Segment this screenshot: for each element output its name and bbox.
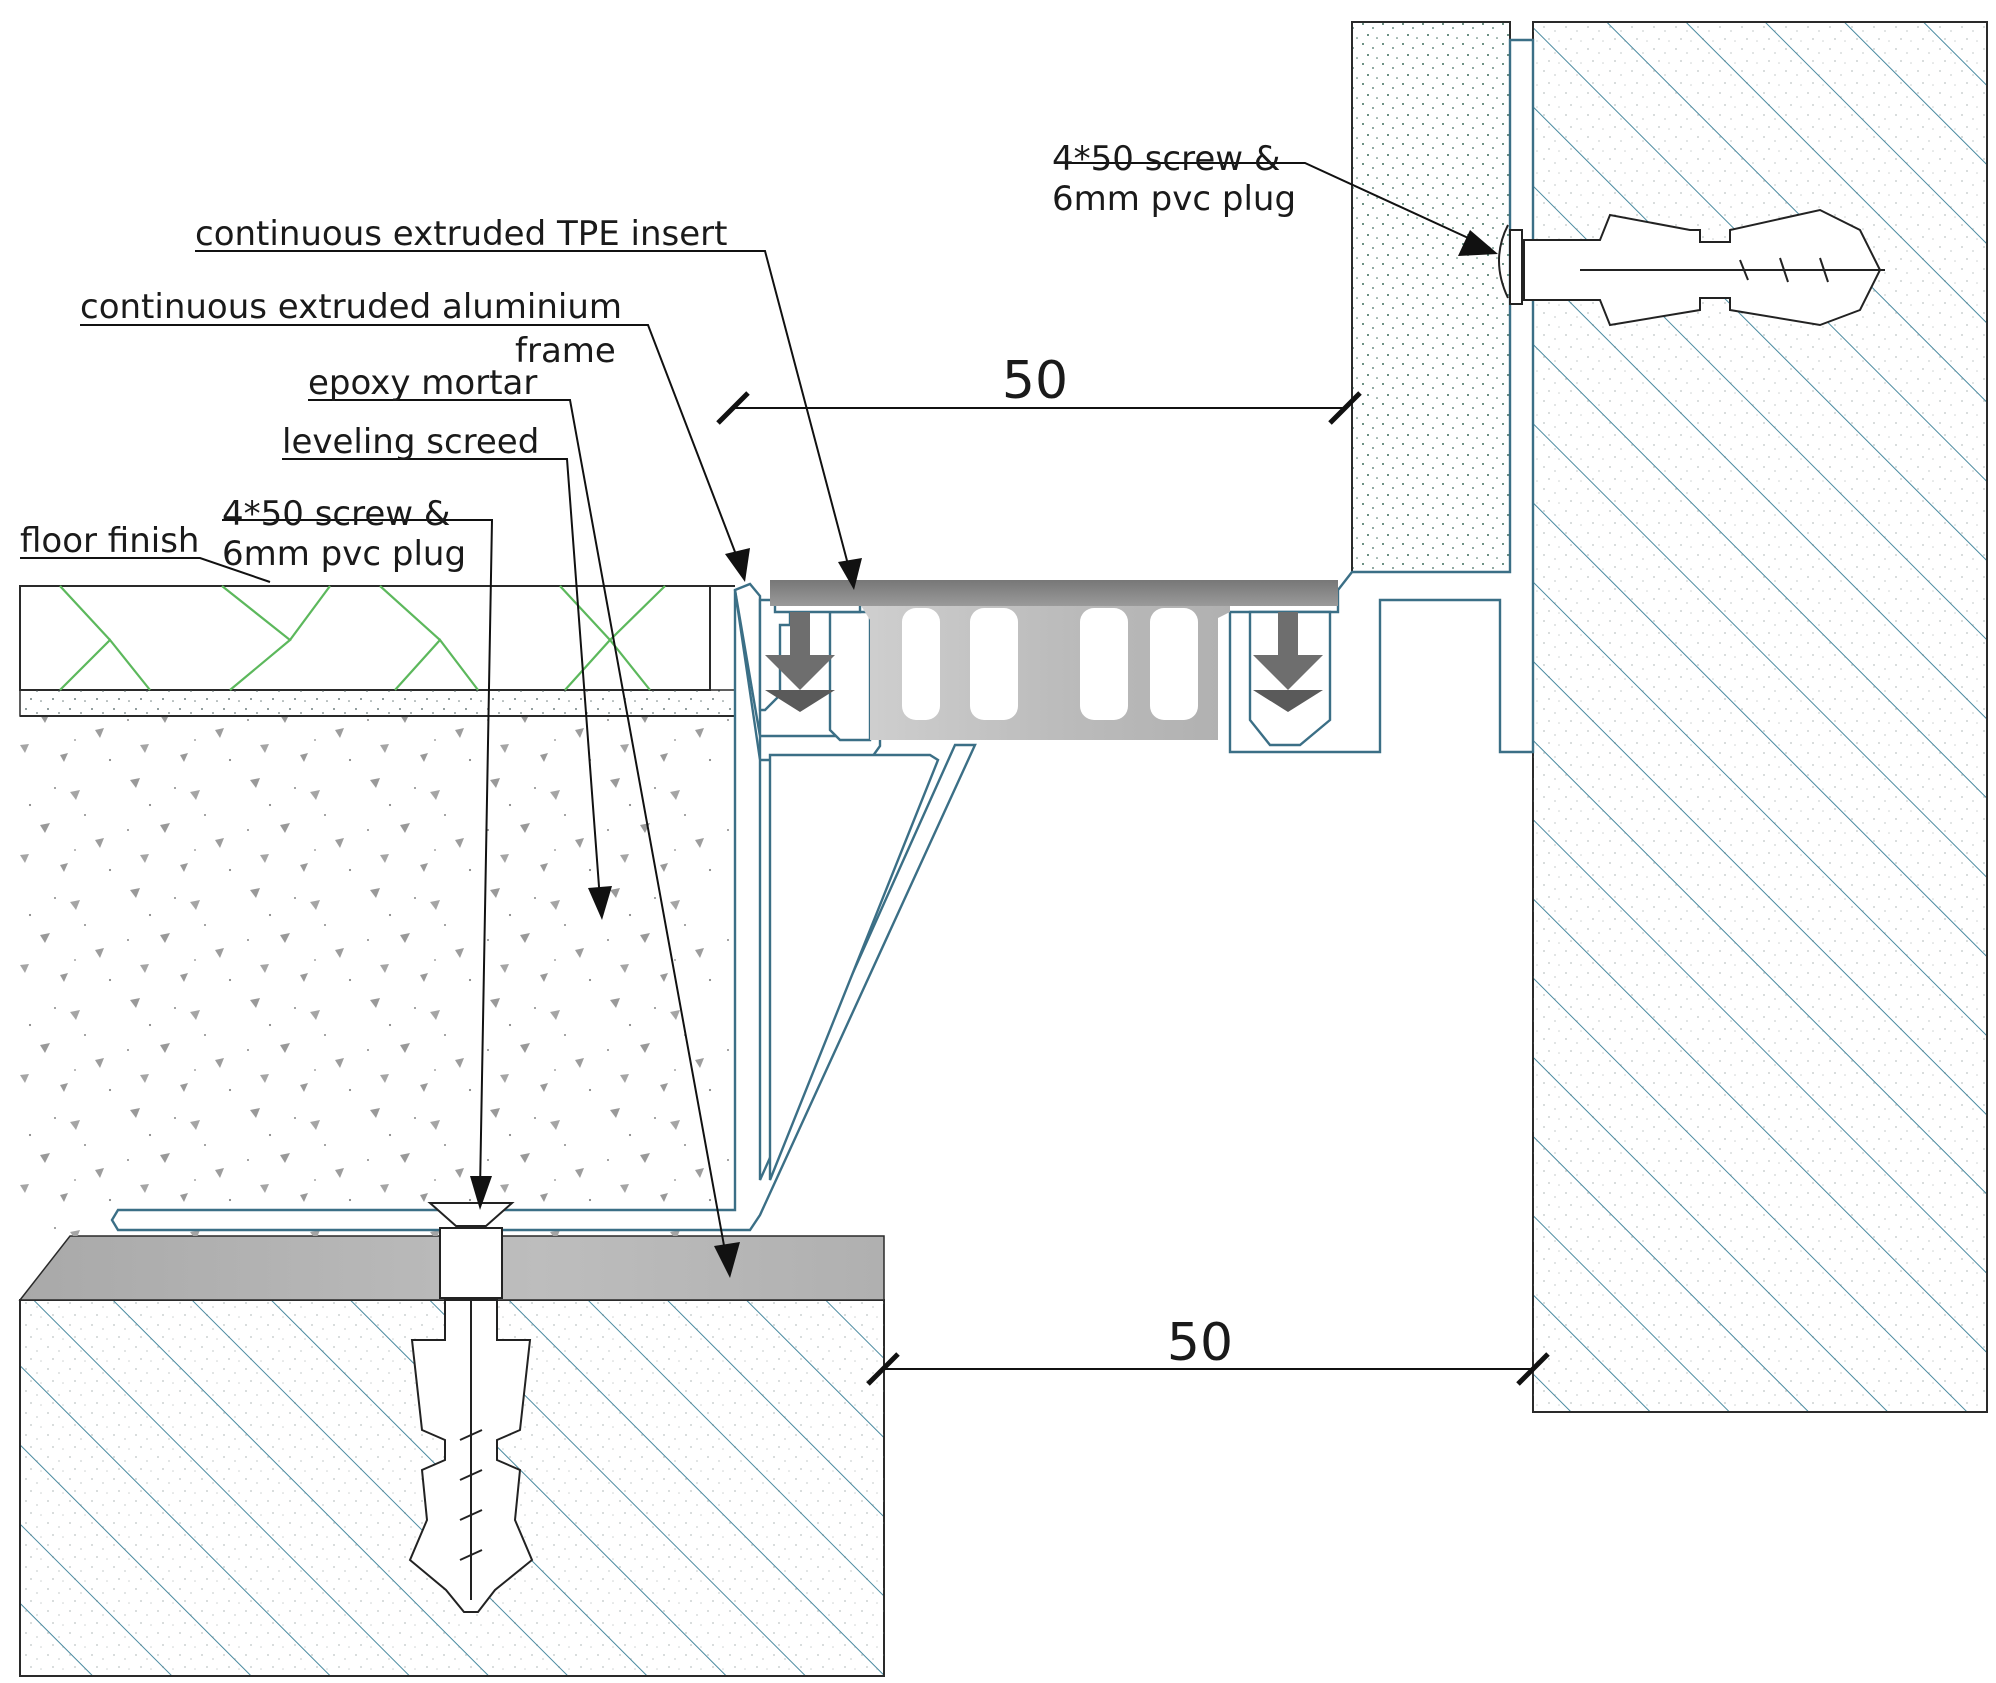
dimension-gap: 50: [866, 1313, 1550, 1386]
label-leveling-screed: leveling screed: [282, 422, 539, 462]
floor-screw-plug: [408, 1202, 534, 1613]
label-epoxy-mortar: epoxy mortar: [308, 363, 537, 403]
dimension-label-gap: 50: [1167, 1313, 1233, 1373]
label-aluminium-frame-line1: continuous extruded aluminium: [80, 287, 622, 327]
dimension-cover: 50: [716, 351, 1362, 425]
wall-render: [1351, 21, 1511, 573]
label-aluminium-frame-line2: frame: [515, 331, 616, 371]
label-tpe-insert: continuous extruded TPE insert: [195, 214, 727, 254]
tpe-insert: [765, 580, 1338, 740]
leader-lines: [20, 162, 1498, 1278]
annotation-labels: 4*50 screw & 6mm pvc plug continuous ext…: [20, 139, 1296, 574]
leveling-screed: [20, 715, 735, 1236]
dimension-label-cover: 50: [1002, 351, 1068, 411]
wall-screw-plug: [1498, 208, 1885, 327]
label-floor-finish: floor finish: [20, 521, 199, 561]
label-wall-screw-line2: 6mm pvc plug: [1052, 179, 1296, 219]
floor-finish-layer: [19, 585, 736, 717]
label-floor-screw-line1: 4*50 screw &: [222, 494, 450, 534]
label-wall-screw-line1: 4*50 screw &: [1052, 139, 1280, 179]
label-floor-screw-line2: 6mm pvc plug: [222, 534, 466, 574]
